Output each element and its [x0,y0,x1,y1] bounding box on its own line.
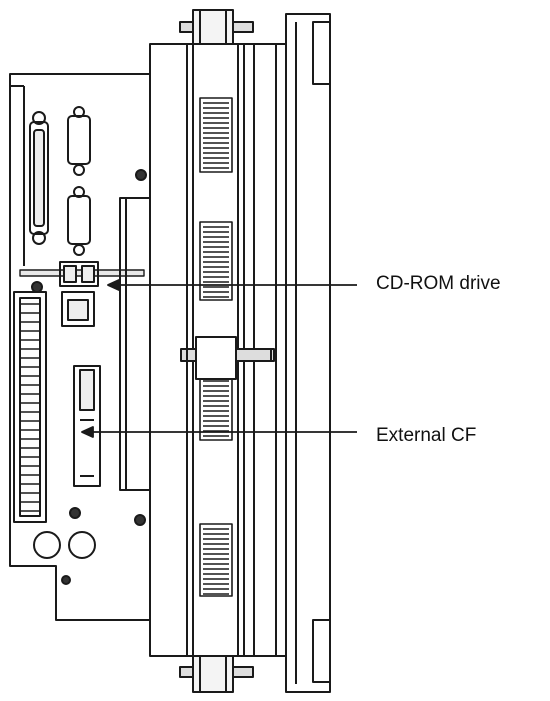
serial-port-2 [67,186,91,256]
callout-label-cdrom: CD-ROM drive [376,273,501,294]
middle-mounting-clamp [180,336,275,380]
cd-rom-drive-bay [119,197,151,491]
ventilation-slots [199,97,233,597]
power-connectors [33,531,96,559]
callout-label-cf: External CF [376,425,477,446]
usb-ports [59,261,99,287]
terminal-block [13,291,47,523]
vent-group [199,523,233,597]
callout-arrow-cf [81,426,357,438]
housing-screws [31,169,147,585]
front-bezel [285,13,331,693]
bottom-mounting-clamp [179,655,254,693]
parallel-port [29,111,49,245]
callout-arrow-cdrom [107,279,357,291]
serial-port-1 [67,106,91,176]
top-mounting-clamp [179,9,254,45]
external-cf-slot [73,365,101,487]
terminal-block-pins [20,303,40,512]
lan-port [61,291,95,327]
vent-group [199,97,233,173]
vent-group [199,221,233,301]
